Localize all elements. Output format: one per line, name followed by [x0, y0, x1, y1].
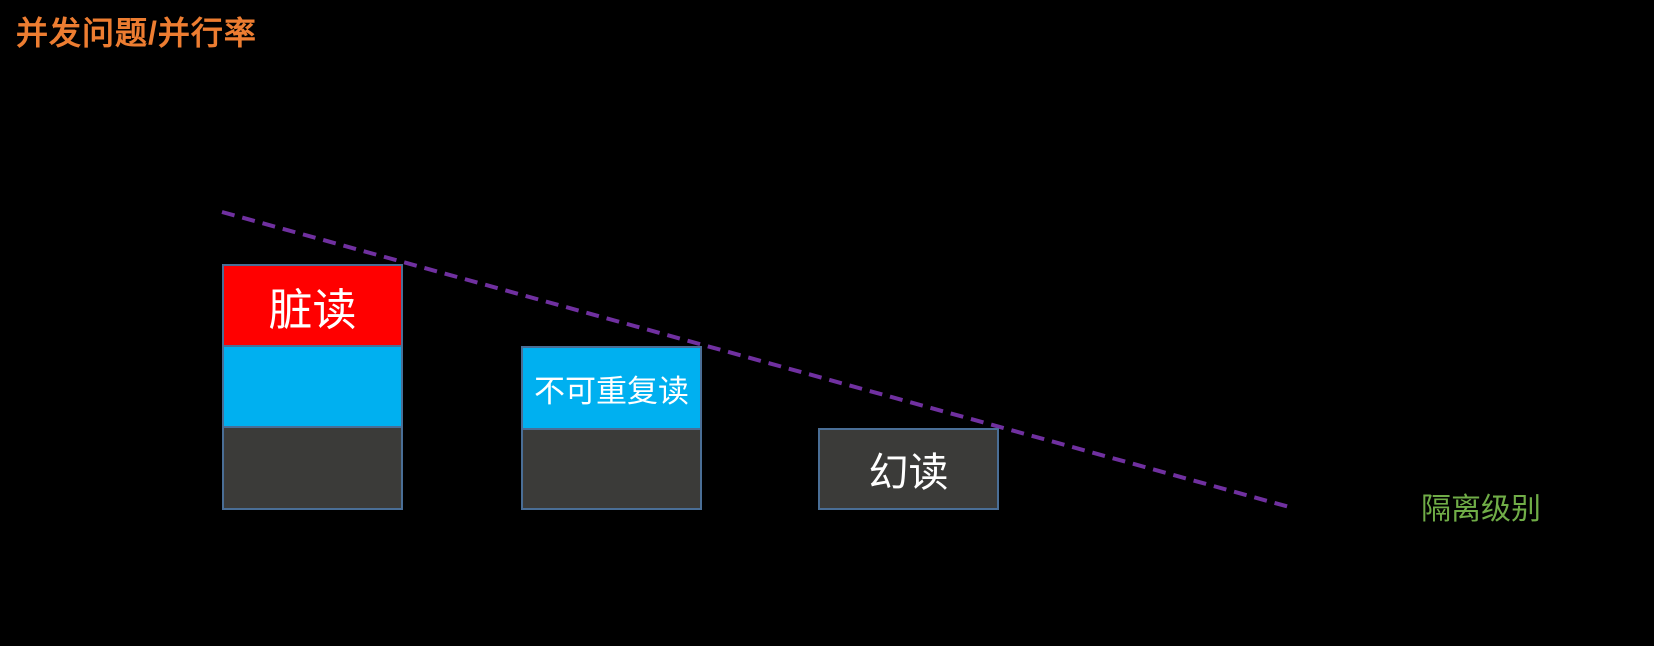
segment-dirty-read: 脏读 — [222, 264, 403, 347]
bar-stack-read-committed: 不可重复读 — [521, 346, 702, 510]
segment-non-repeatable-read: 不可重复读 — [521, 346, 702, 430]
isolation-level-axis-label: 隔离级别 — [1421, 493, 1541, 526]
bar-stack-repeatable-read: 幻读 — [818, 428, 999, 510]
segment-label: 幻读 — [868, 451, 949, 495]
segment-dark-empty — [222, 426, 403, 510]
segment-phantom-read: 幻读 — [818, 428, 999, 510]
segment-dark-empty — [521, 428, 702, 510]
segment-blue-empty — [222, 345, 403, 428]
bar-stack-read-uncommitted: 脏读 — [222, 264, 403, 510]
segment-label: 脏读 — [268, 285, 357, 335]
segment-label: 不可重复读 — [534, 373, 689, 409]
page-title: 并发问题/并行率 — [16, 15, 257, 51]
